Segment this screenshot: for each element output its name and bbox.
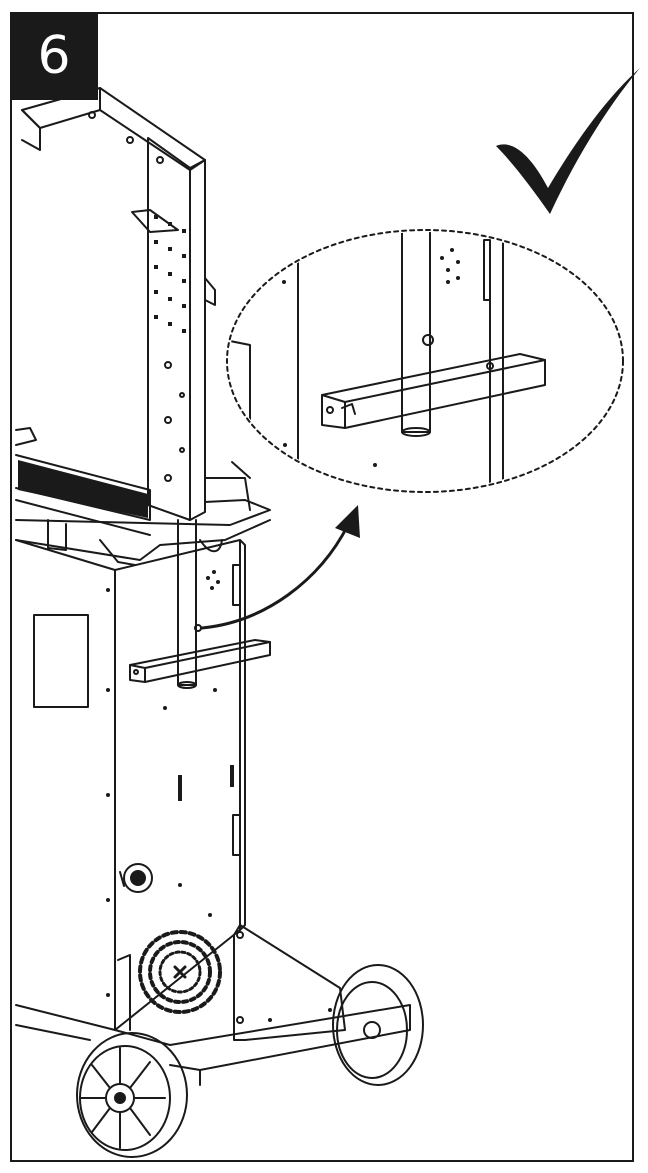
fan-grille: [138, 930, 222, 1014]
front-wheel: [76, 1032, 188, 1158]
handle-frame: [21, 87, 216, 521]
step-number-badge: 6: [10, 12, 98, 100]
gas-bottle-support: [129, 519, 271, 689]
checkmark-icon: [496, 68, 640, 214]
top-cover: [15, 427, 271, 566]
curved-arrow-icon: [200, 505, 360, 630]
rear-wheel: [332, 964, 424, 1086]
detail-zoom-view: [226, 229, 624, 493]
step-number: 6: [37, 26, 71, 86]
